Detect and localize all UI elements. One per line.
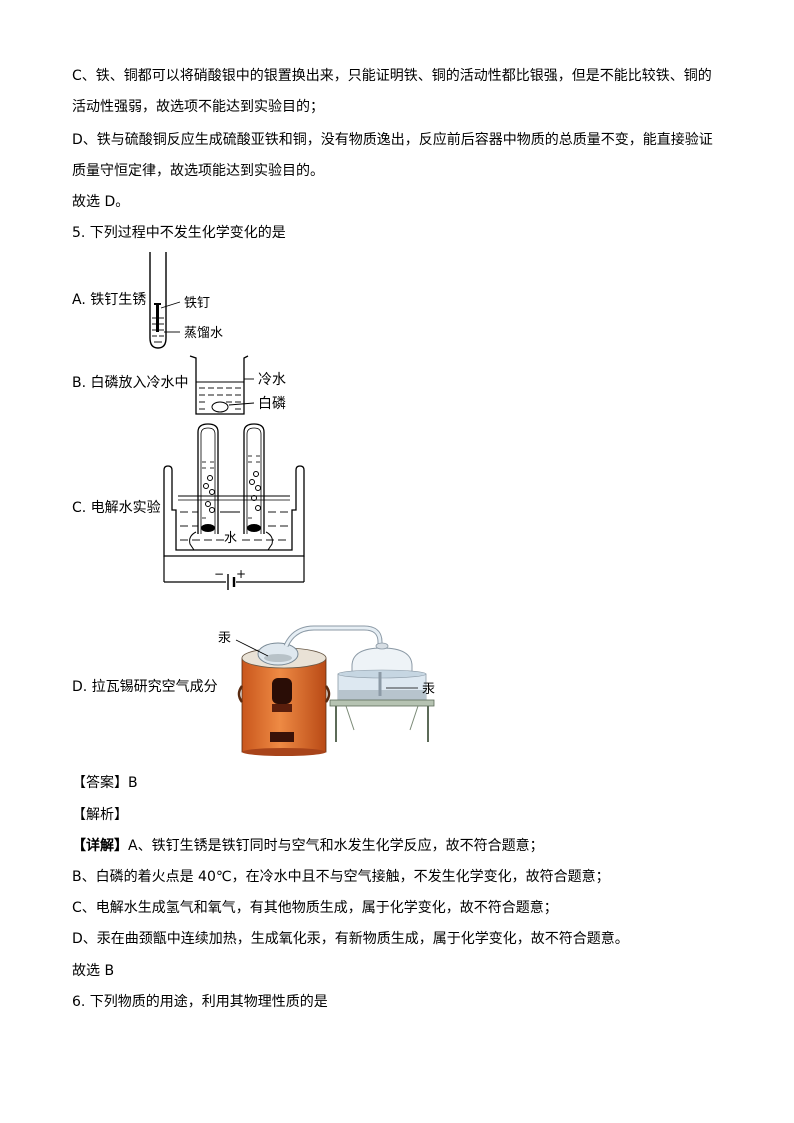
- detail-option-b: B、白磷的着火点是 40℃，在冷水中且不与空气接触，不发生化学变化，故符合题意；: [72, 869, 610, 885]
- option-c-label: C. 电解水实验: [72, 500, 161, 516]
- detail-option-d: D、汞在曲颈甑中连续加热，生成氧化汞，有新物质生成，属于化学变化，故不符合题意。: [72, 931, 629, 947]
- positive-terminal-label: +: [236, 567, 246, 581]
- question-5-stem: 5. 下列过程中不发生化学变化的是: [72, 225, 286, 241]
- beaker-white-phosphorus-figure: 冷水 白磷: [189, 355, 286, 415]
- test-tube-iron-nail-figure: 铁钉 蒸馏水: [149, 252, 223, 349]
- detail-option-c: C、电解水生成氢气和氧气，有其他物质生成，属于化学变化，故不符合题意；: [72, 900, 558, 916]
- question-5-choice: 故选 B: [72, 963, 115, 979]
- iron-nail-label: 铁钉: [184, 296, 210, 311]
- detail-option-a-text: A、铁钉生锈是铁钉同时与空气和水发生化学反应，故不符合题意；: [128, 838, 544, 854]
- previous-choice: 故选 D。: [72, 194, 130, 210]
- analysis-option-c-line-2: 活动性强弱，故选项不能达到实验目的；: [72, 99, 324, 115]
- analysis-option-c-line-1: C、铁、铜都可以将硝酸银中的银置换出来，只能证明铁、铜的活动性都比银强，但是不能…: [72, 68, 712, 84]
- distilled-water-label: 蒸馏水: [184, 326, 223, 341]
- question-6-stem: 6. 下列物质的用途，利用其物理性质的是: [72, 994, 328, 1010]
- analysis-title: 【解析】: [72, 807, 128, 823]
- water-label: 水: [224, 531, 237, 546]
- option-b-label: B. 白磷放入冷水中: [72, 375, 189, 391]
- answer: 【答案】B: [72, 775, 138, 791]
- option-a-label: A. 铁钉生锈: [72, 292, 147, 308]
- cold-water-label: 冷水: [258, 372, 286, 388]
- negative-terminal-label: −: [214, 567, 224, 581]
- analysis-option-d-line-1: D、铁与硫酸铜反应生成硫酸亚铁和铜，没有物质逸出，反应前后容器中物质的总质量不变…: [72, 132, 713, 148]
- lavoisier-apparatus-figure: 汞 汞: [218, 625, 435, 756]
- water-electrolysis-figure: 水 − +: [163, 423, 305, 590]
- white-phosphorus-label: 白磷: [258, 396, 286, 412]
- option-d-label: D. 拉瓦锡研究空气成分: [72, 679, 218, 695]
- detail-tag: 【详解】: [72, 838, 128, 854]
- mercury-retort-label: 汞: [218, 631, 231, 646]
- analysis-option-d-line-2: 质量守恒定律，故选项能达到实验目的。: [72, 163, 324, 179]
- detail-option-a: 【详解】A、铁钉生锈是铁钉同时与空气和水发生化学反应，故不符合题意；: [72, 836, 544, 856]
- mercury-trough-label: 汞: [422, 682, 435, 697]
